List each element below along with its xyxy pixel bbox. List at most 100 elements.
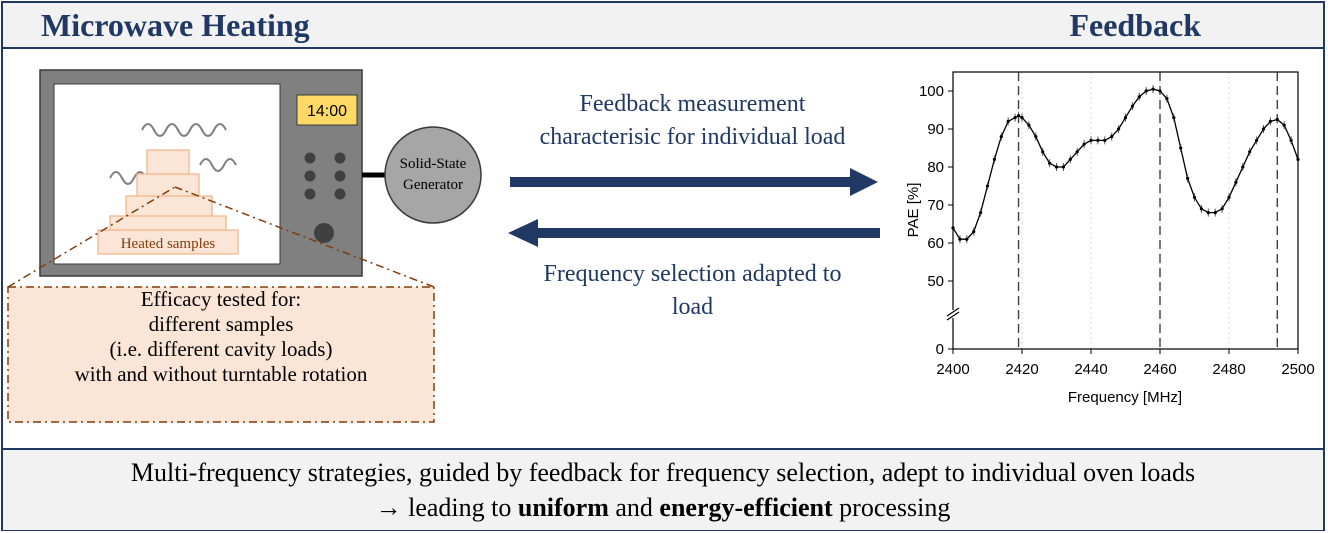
data-point <box>1151 87 1155 91</box>
oven-button-icon <box>304 170 316 182</box>
data-point <box>1117 127 1121 131</box>
x-axis-label: Frequency [MHz] <box>1068 389 1182 406</box>
heat-wave-icon <box>109 171 147 185</box>
oven-illustration: Heated samples 14:00 Solid-State Generat… <box>39 69 482 277</box>
generator-label-line2: Generator <box>403 177 463 193</box>
data-point <box>999 135 1003 139</box>
data-point <box>1144 89 1148 93</box>
data-point <box>1006 119 1010 123</box>
efficacy-callout <box>7 186 435 423</box>
left-arrow-icon <box>508 219 538 247</box>
data-point <box>1268 119 1272 123</box>
microwave-heating-title: Microwave Heating <box>41 7 310 43</box>
heat-wave-icon <box>199 158 237 172</box>
y-tick-label: 70 <box>927 197 944 214</box>
x-tick-label: 2420 <box>1005 361 1038 378</box>
data-point <box>1110 135 1114 139</box>
data-point <box>1075 150 1079 154</box>
y-tick-label: 90 <box>927 121 944 138</box>
right-arrow-icon <box>850 168 878 196</box>
data-point <box>1027 123 1031 127</box>
data-point <box>972 230 976 234</box>
data-point <box>1199 207 1203 211</box>
sample-layer <box>146 149 190 177</box>
feedback-title: Feedback <box>1069 7 1201 43</box>
efficacy-line: (i.e. different cavity loads) <box>109 337 333 361</box>
timer-text: 14:00 <box>307 103 347 120</box>
data-point <box>1220 207 1224 211</box>
y-axis-label: PAE [%] <box>905 183 922 238</box>
oven-button-icon <box>334 170 346 182</box>
data-point <box>1054 165 1059 169</box>
data-point <box>1248 150 1252 154</box>
sample-layer <box>136 173 200 199</box>
arrow-text-line: Frequency selection adapted to <box>543 261 842 287</box>
data-point <box>1227 195 1231 199</box>
oven-button-icon <box>304 152 316 164</box>
oven-knob-icon <box>314 223 334 243</box>
data-point <box>1016 114 1021 118</box>
data-point <box>1034 135 1038 139</box>
callout-pointer-right <box>174 186 435 288</box>
y-tick-label: 80 <box>927 159 944 176</box>
data-point <box>1089 138 1093 142</box>
arrow-text-line: characterisic for individual load <box>539 124 846 150</box>
footer-line-1: Multi-frequency strategies, guided by fe… <box>130 458 1196 487</box>
y-tick-label: 60 <box>927 235 944 252</box>
data-point <box>1234 180 1238 184</box>
footer-text: and <box>615 493 653 522</box>
arrow-text-line: load <box>671 294 714 320</box>
data-point <box>965 237 969 241</box>
y-tick-label: 0 <box>936 341 944 358</box>
data-point <box>1172 116 1176 120</box>
footer-text: processing <box>839 493 951 522</box>
arrow-text-line: Feedback measurement <box>579 91 806 117</box>
data-point <box>1061 165 1065 169</box>
data-point <box>1275 117 1279 122</box>
timer-display <box>296 94 358 126</box>
data-point <box>1158 89 1162 93</box>
data-point <box>1165 97 1169 101</box>
x-tick-label: 2460 <box>1143 361 1176 378</box>
axis-break-gap <box>947 310 959 318</box>
uniform-emphasis: uniform <box>517 493 609 522</box>
oven-button-icon <box>304 188 316 200</box>
data-point <box>1096 138 1100 142</box>
y-tick-label: 100 <box>919 83 944 100</box>
data-point <box>1213 211 1217 215</box>
data-point <box>1103 138 1107 142</box>
data-point <box>1186 176 1190 180</box>
data-point <box>1123 116 1128 120</box>
data-point <box>985 184 990 188</box>
data-point <box>1192 195 1197 199</box>
data-point <box>1082 142 1086 146</box>
data-point <box>1041 150 1045 154</box>
data-point <box>1068 157 1072 161</box>
data-point <box>1137 95 1141 99</box>
data-point <box>958 237 962 241</box>
y-tick-label: 50 <box>927 273 944 290</box>
data-point <box>1255 138 1259 142</box>
data-point <box>1261 127 1266 131</box>
efficacy-line: different samples <box>148 312 294 336</box>
footer-bar: Multi-frequency strategies, guided by fe… <box>3 448 1323 530</box>
right-arrow-glyph-icon: → <box>375 493 402 522</box>
feedback-measurement-text: Feedback measurement characterisic for i… <box>500 88 885 154</box>
data-point <box>1048 161 1052 165</box>
efficacy-line: Efficacy tested for: <box>140 287 302 311</box>
x-tick-label: 2440 <box>1074 361 1107 378</box>
data-point <box>992 157 996 161</box>
generator-label-line1: Solid-State <box>400 156 467 172</box>
data-point <box>1289 138 1293 142</box>
heated-samples-label: Heated samples <box>121 236 216 252</box>
data-point <box>1179 146 1183 150</box>
callout-pointer-left <box>7 186 176 288</box>
axis-break-mark <box>946 307 960 317</box>
arrows <box>508 168 880 247</box>
plot-frame <box>952 71 1299 350</box>
x-tick-label: 2480 <box>1212 361 1245 378</box>
x-tick-label: 2500 <box>1281 361 1314 378</box>
data-point <box>979 211 983 215</box>
solid-state-generator <box>384 126 482 224</box>
